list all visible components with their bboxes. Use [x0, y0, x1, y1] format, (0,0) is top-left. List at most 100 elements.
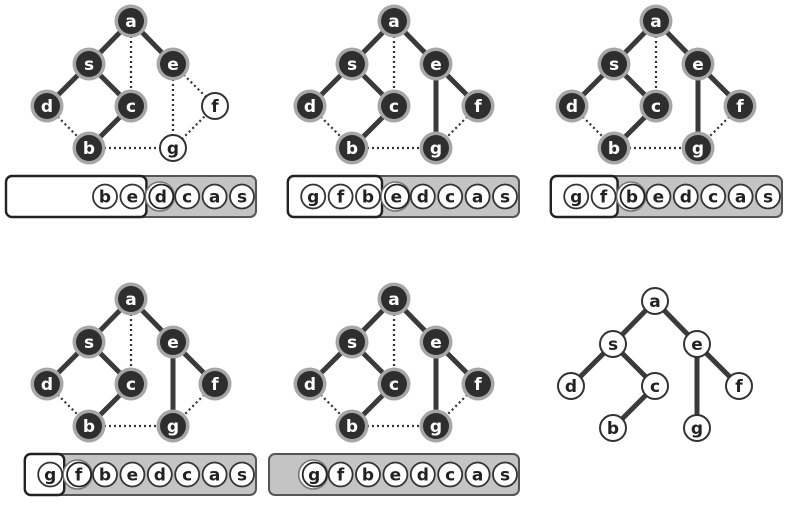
node-e: e — [419, 47, 453, 81]
stack-item-d: d — [409, 461, 436, 488]
stack-item-c: c — [174, 183, 201, 210]
node-a: a — [377, 4, 411, 38]
result-node-d-label: d — [565, 377, 577, 397]
stack-item-f: f — [327, 461, 354, 488]
stack-item-label: f — [337, 466, 345, 486]
stack-item-label: e — [653, 188, 665, 208]
queue-item-b: b — [355, 183, 381, 210]
node-a-label: a — [650, 12, 661, 32]
queue-item-label: g — [44, 466, 56, 486]
node-c: c — [377, 367, 411, 401]
stack-item-label: g — [308, 466, 320, 486]
node-c-label: c — [651, 97, 661, 117]
stack-item-a: a — [464, 183, 491, 210]
stack-item-e: e — [380, 181, 411, 212]
node-a: a — [639, 4, 673, 38]
stack-item-b: b — [355, 461, 381, 488]
stack-item-s: s — [229, 183, 255, 210]
node-b: b — [597, 131, 631, 165]
graph-nodes-step-2: as e d c f b g — [293, 4, 495, 165]
stack-item-c: c — [437, 461, 464, 488]
node-a-label: a — [125, 12, 136, 32]
node-g-label: g — [167, 417, 179, 437]
node-s: s — [335, 47, 369, 81]
stack-item-label: d — [417, 466, 429, 486]
node-f-label: f — [474, 97, 482, 117]
stack-item-a: a — [464, 461, 491, 488]
node-g-label: g — [692, 139, 704, 159]
graph-panel-step-4 — [45, 297, 217, 428]
stack-item-label: s — [500, 466, 510, 486]
edges-layer — [45, 19, 742, 430]
node-g: g — [159, 134, 187, 162]
node-c-label: c — [389, 97, 399, 117]
stack-item-label: b — [626, 188, 638, 208]
graph-panel-step-2 — [308, 19, 480, 150]
node-d-label: d — [566, 97, 578, 117]
queue-item-label: g — [307, 188, 319, 208]
node-e-label: e — [692, 55, 704, 75]
node-g: g — [156, 409, 190, 443]
stack-item-e: e — [119, 461, 146, 488]
node-e-label: e — [167, 333, 179, 353]
result-node-f-label: f — [735, 377, 743, 397]
node-b-label: b — [83, 417, 95, 437]
result-node-e: e — [683, 330, 711, 358]
stack-item-label: a — [735, 188, 746, 208]
result-node-e-label: e — [691, 335, 703, 355]
queue-item-label: b — [99, 188, 111, 208]
node-f: f — [198, 367, 232, 401]
stack-item-b: b — [92, 461, 118, 488]
stack-item-d: d — [672, 183, 699, 210]
node-a: a — [114, 4, 148, 38]
stack-item-label: s — [237, 188, 247, 208]
stack-item-label: b — [99, 466, 111, 486]
node-a: a — [377, 282, 411, 316]
result-node-s: s — [599, 330, 627, 358]
node-f-label: f — [474, 375, 482, 395]
result-node-s-label: s — [608, 335, 618, 355]
stack-item-f: f — [62, 459, 93, 490]
stack-item-e: e — [645, 183, 672, 210]
result-node-b-label: b — [607, 419, 619, 439]
stack-item-s: s — [229, 461, 255, 488]
graph-panel-step-1 — [45, 19, 216, 150]
stack-item-label: d — [417, 188, 429, 208]
node-b-label: b — [346, 417, 358, 437]
node-g-label: g — [167, 139, 179, 159]
node-a-label: a — [125, 290, 136, 310]
result-node-g: g — [683, 414, 711, 442]
result-node-c-label: c — [650, 377, 660, 397]
stack-item-label: e — [390, 466, 402, 486]
stack-item-label: c — [445, 188, 455, 208]
node-f-label: f — [211, 375, 219, 395]
node-b: b — [335, 131, 369, 165]
node-e: e — [681, 47, 715, 81]
queue-item-e: e — [119, 183, 146, 210]
stack-item-label: d — [155, 188, 167, 208]
stack-item-d: d — [146, 461, 173, 488]
stack-item-a: a — [201, 183, 228, 210]
stack-item-s: s — [755, 183, 781, 210]
result-node-a-label: a — [649, 292, 660, 312]
node-d-label: d — [304, 97, 316, 117]
stack-item-label: s — [237, 466, 247, 486]
node-e: e — [156, 47, 190, 81]
stack-item-label: b — [362, 466, 374, 486]
node-g: g — [419, 131, 453, 165]
stack-item-label: c — [445, 466, 455, 486]
result-node-f: f — [725, 372, 753, 400]
node-e-label: e — [430, 55, 442, 75]
queue-item-label: f — [600, 188, 608, 208]
result-node-c: c — [641, 372, 669, 400]
node-g-label: g — [430, 139, 442, 159]
queue-item-g: g — [300, 183, 327, 210]
node-b-label: b — [346, 139, 358, 159]
node-e-label: e — [430, 333, 442, 353]
